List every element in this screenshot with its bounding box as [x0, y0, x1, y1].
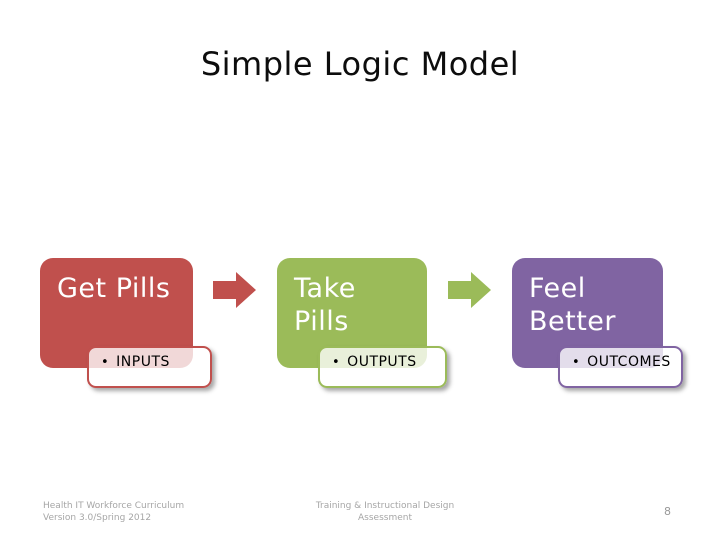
- step-title-line1: Feel: [529, 273, 586, 304]
- footer-course-text: Training & Instructional Design Assessme…: [275, 501, 495, 524]
- slide-title: Simple Logic Model: [200, 45, 520, 83]
- step-title-line2: Better: [529, 306, 617, 337]
- footer-center-line2: Assessment: [358, 512, 412, 523]
- step-title-line1: Take: [294, 273, 356, 304]
- step-sub-label: OUTPUTS: [347, 354, 417, 370]
- footer-left-line1: Health IT Workforce Curriculum: [43, 501, 185, 511]
- footer-center-line1: Training & Instructional Design: [315, 501, 455, 511]
- bullet-icon: •: [572, 355, 581, 370]
- step-sub-box-inputs: • INPUTS: [87, 346, 212, 388]
- footer-curriculum-text: Health IT Workforce Curriculum Version 3…: [43, 501, 184, 524]
- step-title-line1: Get Pills: [57, 273, 171, 304]
- step-sub-label: INPUTS: [116, 354, 170, 370]
- footer-left-line2: Version 3.0/Spring 2012: [43, 512, 152, 523]
- flow-arrow-1-icon: [213, 272, 256, 308]
- step-sub-box-outcomes: • OUTCOMES: [558, 346, 683, 388]
- step-sub-box-outputs: • OUTPUTS: [318, 346, 447, 388]
- step-box-take-pills: Take Pills: [277, 258, 427, 368]
- flow-arrow-2-icon: [448, 272, 491, 308]
- step-title-line2: Pills: [294, 306, 349, 337]
- bullet-icon: •: [101, 355, 110, 370]
- step-sub-label: OUTCOMES: [587, 354, 671, 370]
- bullet-icon: •: [332, 355, 341, 370]
- slide-page-number: 8: [664, 505, 671, 518]
